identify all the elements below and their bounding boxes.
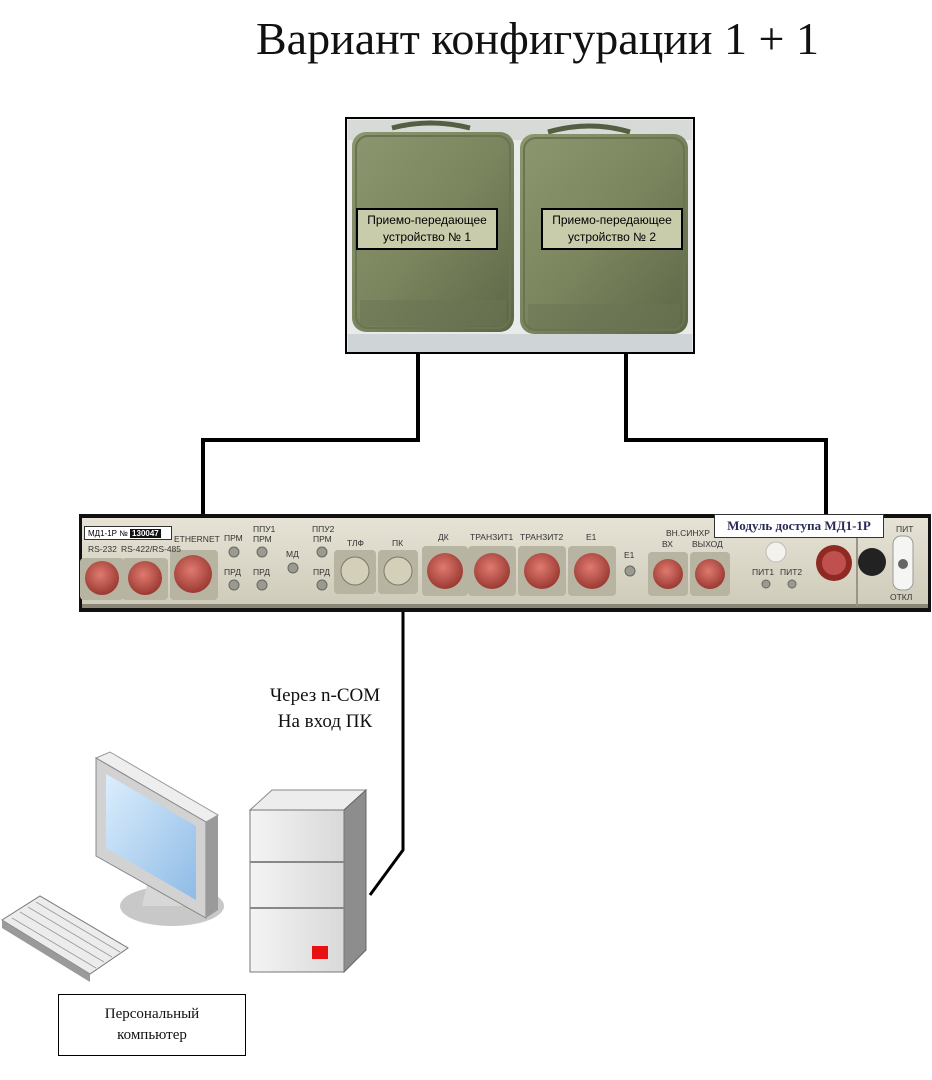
access-module-panel xyxy=(79,514,931,612)
led-label-ppu2-prd: ПРД xyxy=(313,567,330,577)
connector-pk xyxy=(378,550,418,594)
device1-label: Приемо-передающее устройство № 1 xyxy=(356,208,498,250)
led-prm xyxy=(228,546,240,558)
model-label: МД1-1Р xyxy=(88,529,117,538)
led-label-ppu1: ППУ1 xyxy=(253,524,276,534)
pc-caption-line1: Персональный xyxy=(104,1006,200,1022)
led-label-ppu2: ППУ2 xyxy=(312,524,335,534)
switch-label-otkl: ОТКЛ xyxy=(890,592,913,602)
pc-caption: Персональный компьютер xyxy=(58,994,246,1056)
led-pit2 xyxy=(787,579,797,589)
port-label-rs232: RS-232 xyxy=(88,544,117,554)
port-label-pk: ПК xyxy=(392,538,404,548)
connection-note-line2: На вход ПК xyxy=(277,711,373,732)
port-label-sync: ВН.СИНХР xyxy=(666,528,710,538)
diagram-title: Вариант конфигурации 1 + 1 xyxy=(256,13,819,64)
pc-caption-line2: компьютер xyxy=(117,1027,187,1043)
led-label-ppu1-prd: ПРД xyxy=(253,567,270,577)
device2-label: Приемо-передающее устройство № 2 xyxy=(541,208,683,250)
connection-note-line1: Через n-COM xyxy=(269,685,381,706)
led-label-pit1: ПИТ1 xyxy=(752,567,775,577)
connector-sync-in xyxy=(648,552,688,596)
power-led xyxy=(312,946,328,959)
connector-sync-out xyxy=(690,552,730,596)
led-label-ppu1-prm: ПРМ xyxy=(253,534,272,544)
connector-tlf xyxy=(334,550,376,594)
indicator-window xyxy=(765,541,787,563)
port-label-transit2: ТРАНЗИТ2 xyxy=(520,532,564,542)
led-label-pit2: ПИТ2 xyxy=(780,567,803,577)
cable-module-to-pc xyxy=(368,610,405,896)
connector-transit2 xyxy=(518,546,566,596)
connector-dk xyxy=(422,546,468,596)
connector-rs232 xyxy=(80,558,124,600)
port-label-e1: Е1 xyxy=(586,532,597,542)
led-label-md: МД xyxy=(286,549,299,559)
port-label-sync-out: ВЫХОД xyxy=(692,539,723,549)
led-label-prd: ПРД xyxy=(224,567,241,577)
serial-number: 130047 xyxy=(130,529,161,538)
port-label-sync-in: ВХ xyxy=(662,539,673,549)
led-ppu2-prm xyxy=(316,546,328,558)
serial-tag: МД1-1Р № 130047 xyxy=(84,526,172,540)
led-label-e1: Е1 xyxy=(624,550,635,560)
serial-prefix: № xyxy=(119,529,128,538)
pc-system-unit xyxy=(248,788,368,974)
power-fuse xyxy=(816,545,852,581)
led-label-ppu2-prm: ПРМ xyxy=(313,534,332,544)
port-label-rs422: RS-422/RS-485 xyxy=(121,544,182,554)
module-title: Модуль доступа МД1-1Р xyxy=(714,514,884,538)
cable-device2-to-module xyxy=(624,353,828,517)
switch-label-pit: ПИТ xyxy=(896,524,914,534)
led-e1 xyxy=(624,565,636,577)
connector-rs422 xyxy=(122,558,168,600)
pc-monitor xyxy=(94,751,224,926)
cable-device1-to-module xyxy=(201,353,420,517)
led-prd xyxy=(228,579,240,591)
connector-transit1 xyxy=(468,546,516,596)
led-md xyxy=(287,562,299,574)
pc-keyboard xyxy=(1,895,129,982)
led-label-prm: ПРМ xyxy=(224,533,243,543)
port-label-tlf: ТЛФ xyxy=(347,538,364,548)
connection-note: Через n-COM На вход ПК xyxy=(250,683,400,735)
led-ppu2-prd xyxy=(316,579,328,591)
port-label-transit1: ТРАНЗИТ1 xyxy=(470,532,514,542)
connector-e1 xyxy=(568,546,616,596)
connector-ethernet xyxy=(170,550,218,600)
port-label-ethernet: ETHERNET xyxy=(174,534,220,544)
power-switch xyxy=(858,535,914,591)
port-label-dk: ДК xyxy=(438,532,449,542)
led-ppu1-prd xyxy=(256,579,268,591)
led-ppu1-prm xyxy=(256,546,268,558)
led-pit1 xyxy=(761,579,771,589)
